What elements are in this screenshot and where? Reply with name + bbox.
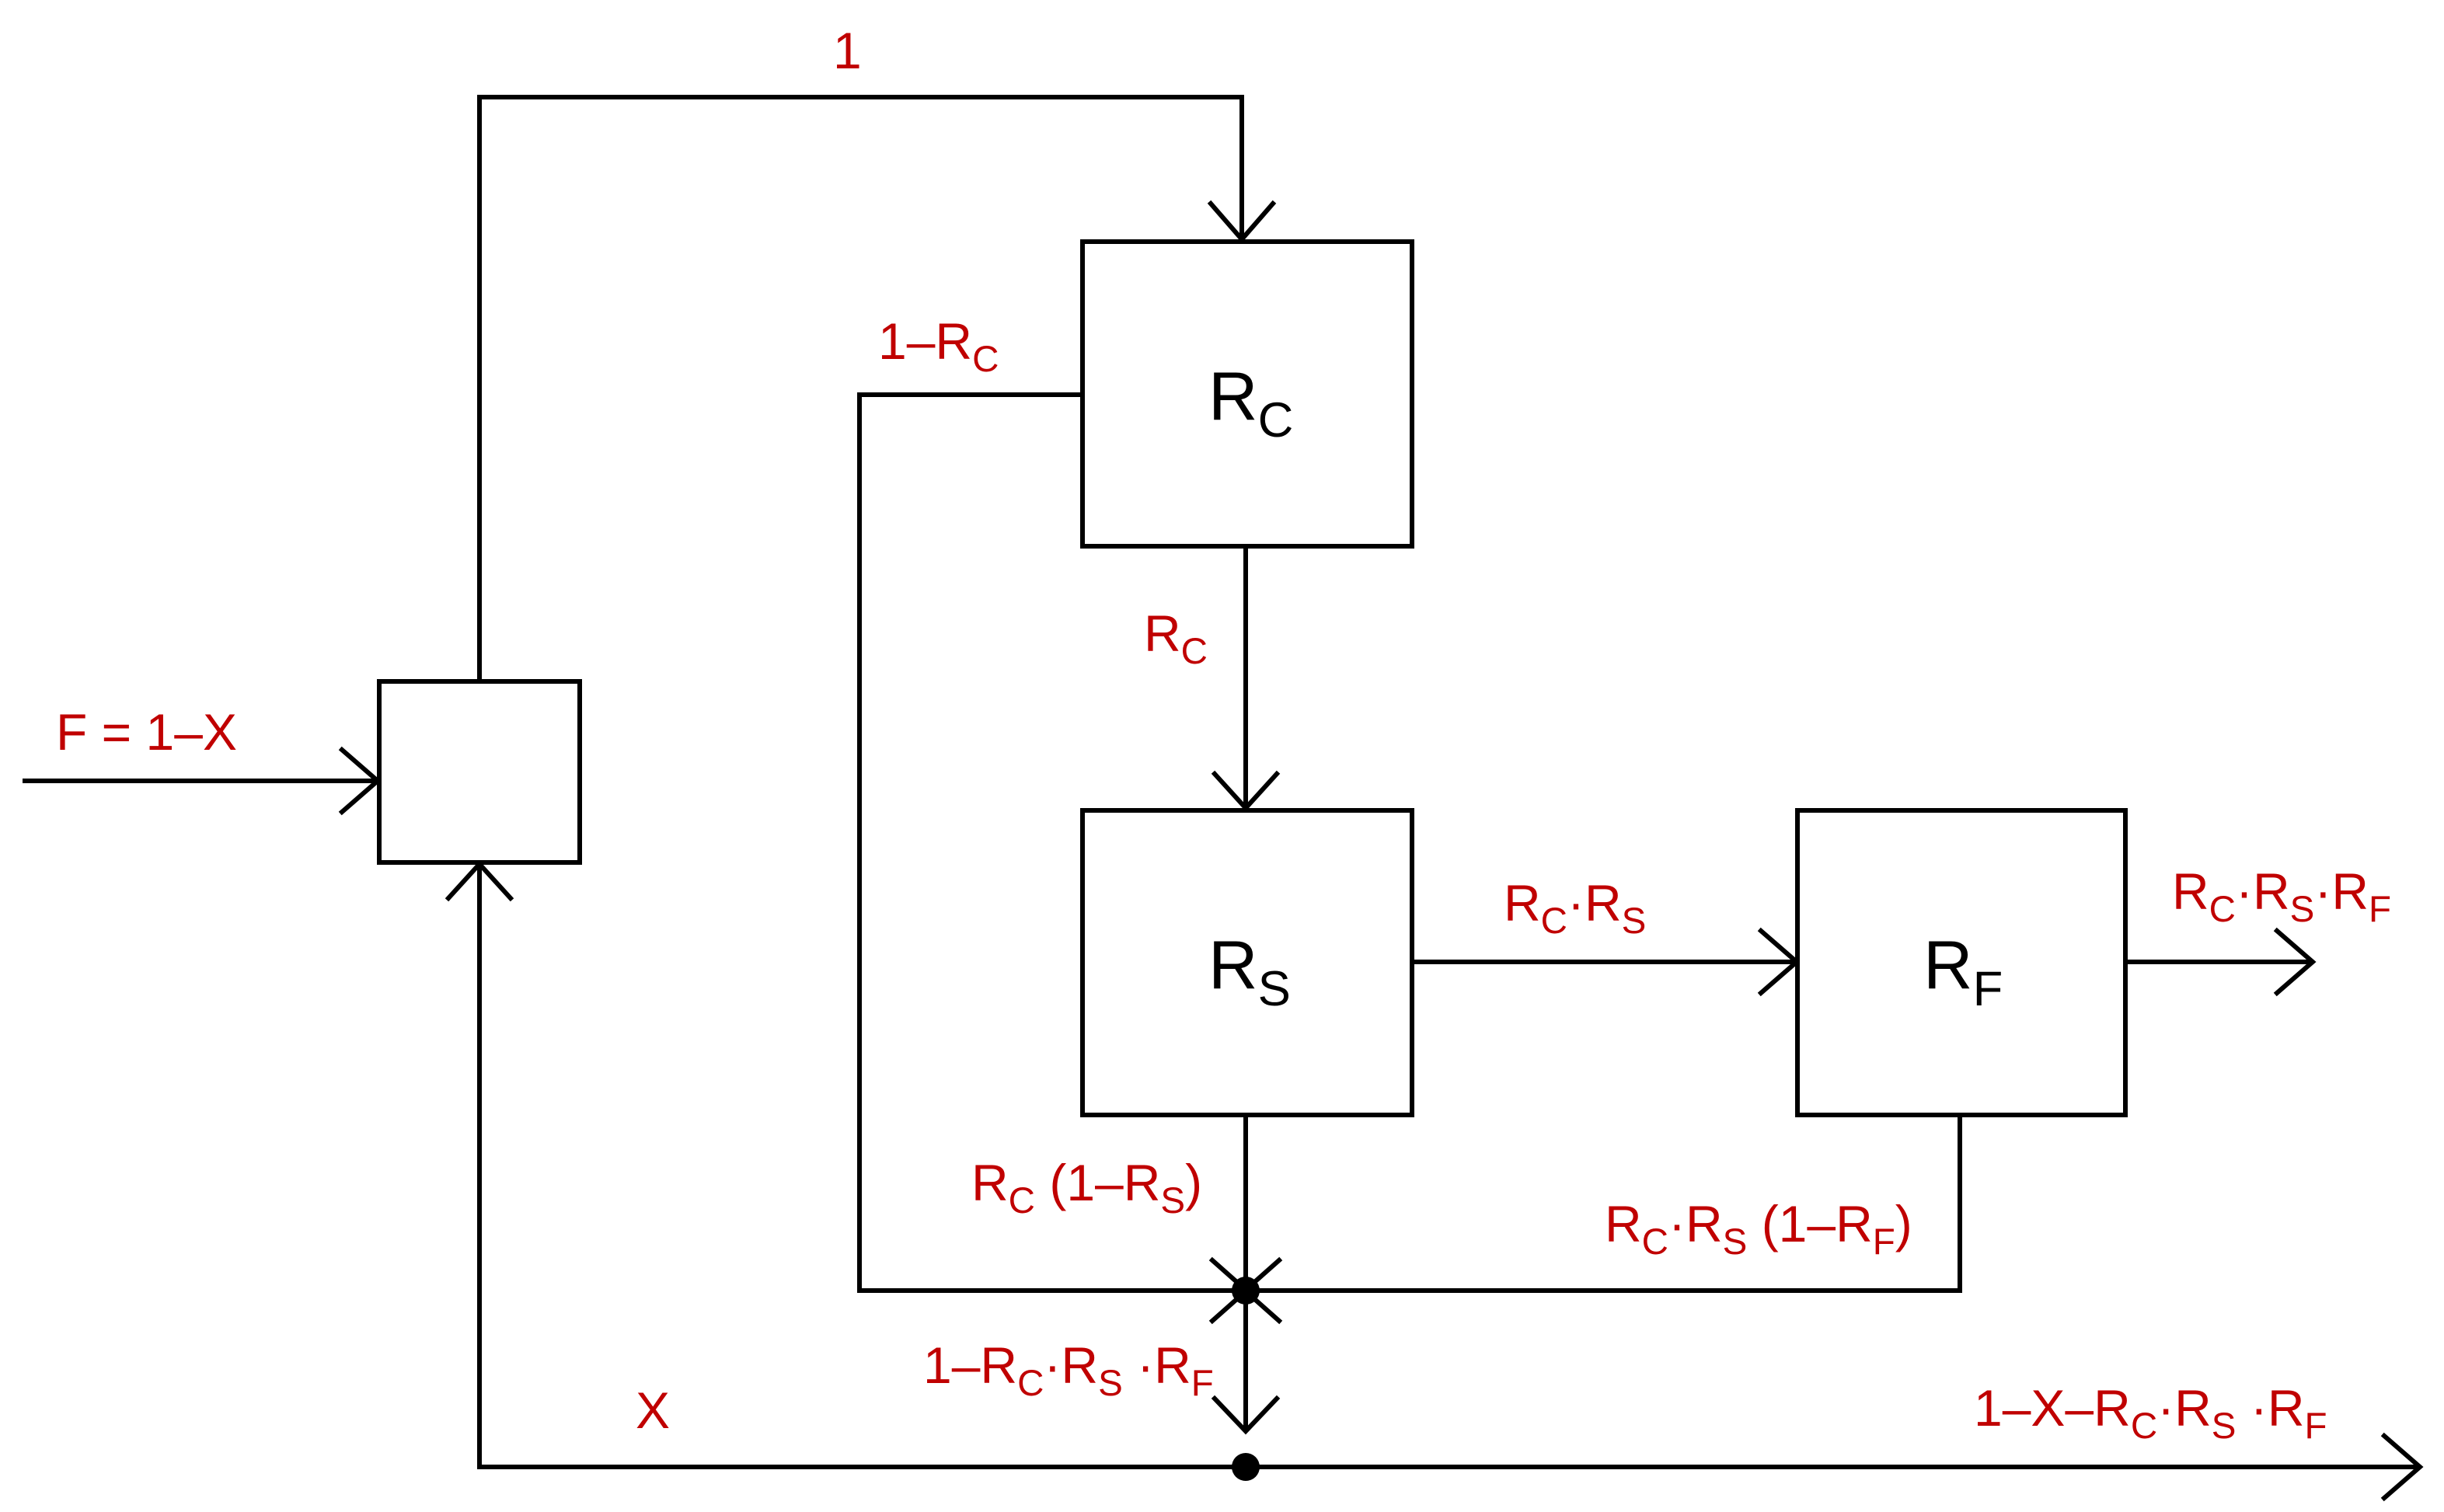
- combined-arrowhead: [1211, 1395, 1281, 1435]
- top-stream-line: [477, 95, 1244, 684]
- rc-to-rs-label: RC: [1144, 604, 1208, 672]
- rf-block-label: RF: [1923, 926, 2003, 1016]
- rc-reject-line: [857, 392, 1246, 1293]
- rc-block: [1080, 239, 1414, 549]
- rs-block: [1080, 808, 1414, 1117]
- rf-reject-label: RC·RS (1–RF): [1605, 1195, 1912, 1263]
- rc-block-label: RC: [1208, 357, 1293, 448]
- combined-label: 1–RC·RS ·RF: [923, 1336, 1214, 1404]
- rs-block-label: RS: [1208, 926, 1291, 1016]
- bleed-label: 1–X–RC·RS ·RF: [1974, 1379, 2327, 1447]
- rs-reject-label: RC (1–RS): [971, 1154, 1202, 1221]
- feed-label: F = 1–X: [56, 703, 237, 761]
- mixer-block: [377, 679, 582, 865]
- bleed-arrowhead: [2380, 1432, 2424, 1502]
- rs-to-rf-label: RC·RS: [1504, 874, 1646, 942]
- rc-reject-label: 1–RC: [878, 312, 999, 380]
- junction-dot-upper: [1232, 1277, 1260, 1305]
- recycle-label: X: [636, 1381, 670, 1439]
- top-stream-label: 1: [833, 22, 862, 79]
- recycle-arrowhead: [445, 860, 514, 902]
- rf-reject-line: [1249, 1113, 1962, 1293]
- product-arrowhead: [2273, 927, 2317, 997]
- product-label: RC·RS·RF: [2172, 862, 2391, 930]
